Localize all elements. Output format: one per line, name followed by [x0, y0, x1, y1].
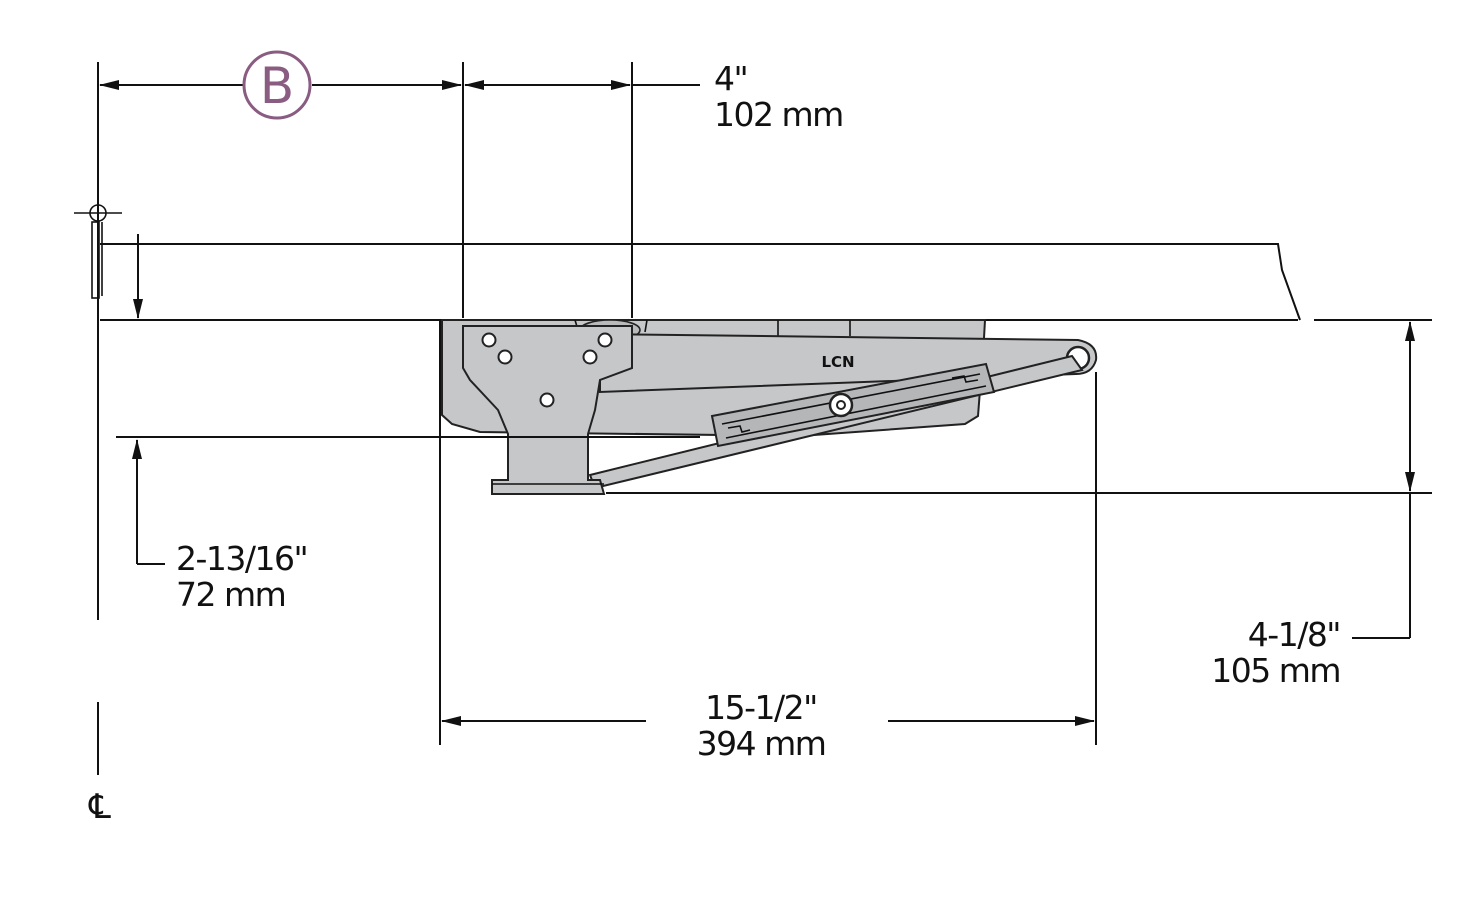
projection-dimension-lines: [606, 321, 1432, 639]
callout-b: B: [242, 50, 312, 120]
projection-metric: 105 mm: [1211, 651, 1340, 690]
projection-imperial: 4-1/8": [1248, 615, 1340, 654]
door-leaf: [100, 243, 1432, 321]
drop-metric: 72 mm: [176, 575, 285, 614]
top-offset-imperial: 4": [714, 59, 747, 98]
mounting-bracket: [462, 325, 633, 495]
centerline-symbol: ℄: [88, 787, 111, 827]
top-offset-metric: 102 mm: [714, 95, 843, 134]
callout-b-letter: B: [260, 57, 294, 115]
arm-length-dimension-lines: [439, 320, 1097, 745]
arm-length-imperial: 15-1/2": [705, 688, 817, 727]
drop-dimension-lines: [116, 436, 700, 565]
closer-forearm: [588, 354, 1084, 490]
brand-label: LCN: [821, 353, 854, 371]
top-dimension-lines: [99, 62, 700, 318]
drop-imperial: 2-13/16": [176, 539, 307, 578]
arm-length-metric: 394 mm: [697, 724, 826, 763]
